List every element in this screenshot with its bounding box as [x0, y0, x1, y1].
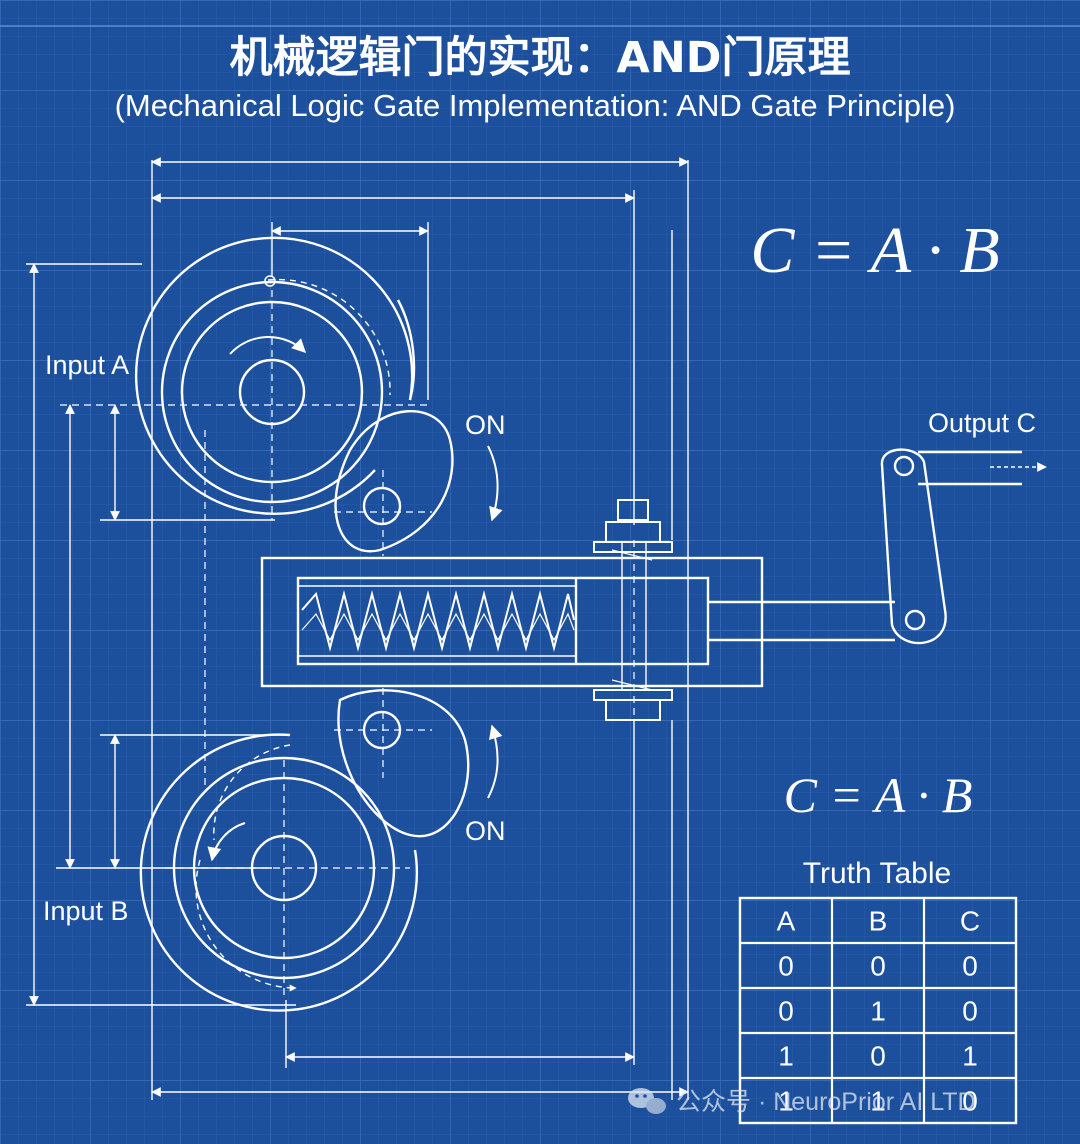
- wechat-icon: [628, 1088, 666, 1114]
- input-a-wheel: [134, 236, 416, 515]
- dimension-lines: [26, 157, 689, 1100]
- center-lines: [60, 290, 635, 1000]
- watermark: 公众号 · NeuroPrior AI LTD: [628, 1088, 976, 1116]
- watermark-text: 公众号 · NeuroPrior AI LTD: [676, 1088, 976, 1116]
- output-c-label: Output C: [928, 408, 1036, 438]
- input-a-label: Input A: [45, 350, 129, 380]
- truth-table-cell: 0: [870, 951, 886, 982]
- equation-middle: C = A · B: [784, 767, 973, 823]
- truth-table-cell: 1: [870, 1086, 886, 1117]
- truth-table-cell: 0: [778, 951, 794, 982]
- equation-top: C = A · B: [750, 214, 999, 287]
- rotation-arrows: [487, 445, 503, 799]
- truth-table-frame: [738, 896, 1018, 1125]
- on-label-bottom: ON: [465, 816, 506, 846]
- input-b-label: Input B: [43, 896, 129, 926]
- truth-table-header-cell: A: [777, 906, 796, 937]
- bolt-assembly: [593, 499, 673, 721]
- on-label-top: ON: [465, 410, 506, 440]
- page-title: 机械逻辑门的实现：AND门原理: [230, 33, 851, 83]
- truth-table-cell: 1: [778, 1086, 794, 1117]
- truth-table-cell: 0: [778, 996, 794, 1027]
- truth-table: A B C 0 0 0 0 1 0 1 0 1 1 1 0: [738, 896, 1018, 1125]
- truth-table-cell: 1: [962, 1041, 978, 1072]
- labels: Input A Input B ON ON Output C: [43, 350, 1036, 926]
- truth-table-cell: 0: [962, 996, 978, 1027]
- compression-spring: [301, 590, 575, 652]
- spring-housing: [260, 556, 764, 688]
- truth-table-title: Truth Table: [803, 857, 951, 890]
- input-b-cam: [337, 689, 470, 838]
- input-a-cam: [334, 409, 454, 553]
- mechanism-drawing: [26, 157, 1047, 1100]
- truth-table-header-cell: C: [960, 906, 980, 937]
- truth-table-cell: 0: [962, 951, 978, 982]
- page-subtitle: (Mechanical Logic Gate Implementation: A…: [115, 88, 956, 123]
- output-linkage: [708, 448, 1047, 645]
- truth-table-cell: 0: [870, 1041, 886, 1072]
- truth-table-cell: 0: [962, 1086, 978, 1117]
- truth-table-cell: 1: [778, 1041, 794, 1072]
- truth-table-cell: 1: [870, 996, 886, 1027]
- input-b-wheel: [139, 733, 419, 1012]
- truth-table-header-cell: B: [869, 906, 888, 937]
